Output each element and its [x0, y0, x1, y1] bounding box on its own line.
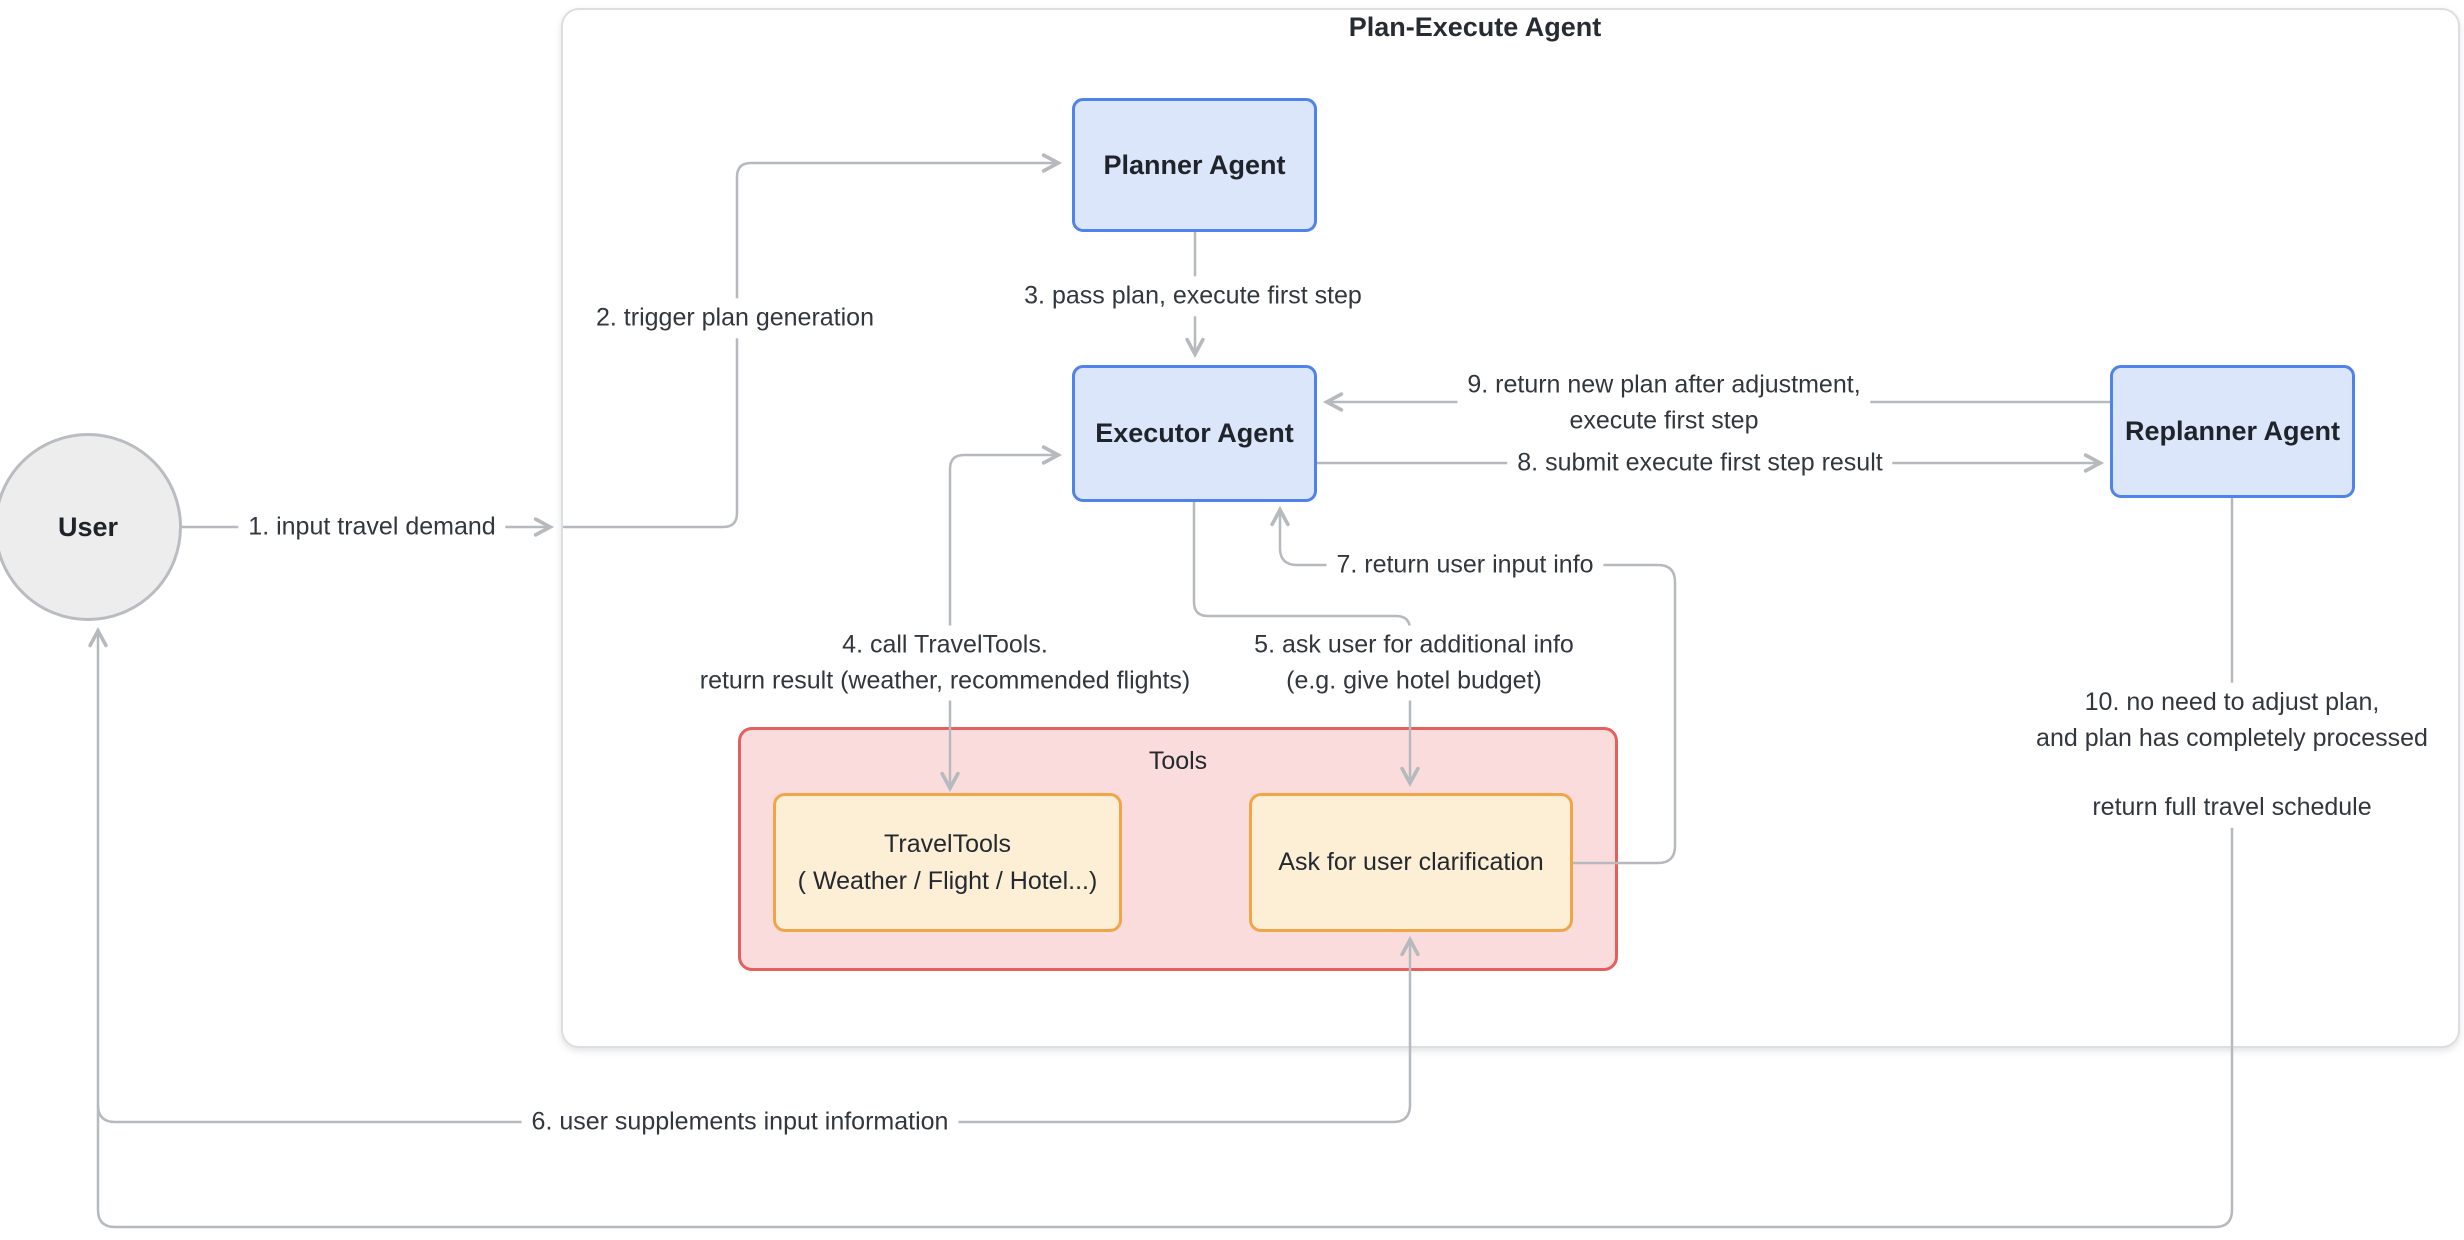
executor-agent-label: Executor Agent: [1095, 418, 1294, 448]
traveltools-label-line1: TravelTools: [884, 830, 1011, 859]
edge-label-10-line2: and plan has completely processed: [2036, 723, 2428, 752]
edge-label-8: 8. submit execute first step result: [1507, 443, 1893, 483]
edge-label-1: 1. input travel demand: [238, 507, 506, 547]
edge-label-4: 4. call TravelTools. return result (weat…: [689, 625, 1201, 701]
replanner-agent-label: Replanner Agent: [2124, 416, 2341, 446]
edge-return-user-input-line: [1270, 505, 1677, 865]
edge-label-9-line2: execute first step: [1569, 406, 1759, 434]
planner-agent-node: Planner Agent: [1072, 98, 1317, 232]
edge-label-6: 6. user supplements input information: [521, 1102, 959, 1142]
frame-title: Plan-Execute Agent: [1348, 12, 1602, 42]
edge-label-9: 9. return new plan after adjustment, exe…: [1457, 365, 1871, 441]
traveltools-node: TravelTools ( Weather / Flight / Hotel..…: [773, 793, 1122, 932]
user-node-label: User: [57, 511, 119, 542]
edge-call-traveltools-line: [940, 445, 1063, 793]
edge-label-3: 3. pass plan, execute first step: [1014, 276, 1372, 316]
ask-user-clarification-node: Ask for user clarification: [1249, 793, 1573, 932]
edge-user-supplements-line: [96, 935, 1420, 1124]
edge-label-2: 2. trigger plan generation: [586, 298, 884, 338]
edge-label-4-line1: 4. call TravelTools.: [842, 630, 1048, 659]
edge-label-4-line2: return result (weather, recommended flig…: [699, 666, 1191, 694]
edge-label-7: 7. return user input info: [1326, 545, 1604, 585]
edge-label-10-line3: return full travel schedule: [2092, 792, 2372, 821]
edge-return-schedule-line: [88, 496, 2234, 1229]
user-node: User: [0, 433, 182, 621]
planner-agent-label: Planner Agent: [1103, 149, 1286, 180]
replanner-agent-node: Replanner Agent: [2110, 365, 2355, 498]
edge-label-10: 10. no need to adjust plan, and plan has…: [2026, 682, 2438, 828]
ask-user-clarification-label: Ask for user clarification: [1278, 848, 1544, 877]
edge-label-9-line1: 9. return new plan after adjustment,: [1467, 370, 1861, 399]
traveltools-label-line2: ( Weather / Flight / Hotel...): [797, 866, 1098, 895]
edge-trigger-plan-generation-line: [562, 153, 1063, 529]
edge-label-10-line1: 10. no need to adjust plan,: [2084, 687, 2380, 716]
edge-label-5: 5. ask user for additional info (e.g. gi…: [1244, 625, 1584, 701]
tools-container-label: Tools: [1148, 747, 1208, 775]
edge-ask-additional-info-line: [1192, 500, 1420, 788]
edge-label-5-line2: (e.g. give hotel budget): [1286, 666, 1542, 694]
edge-label-5-line1: 5. ask user for additional info: [1254, 630, 1574, 659]
executor-agent-node: Executor Agent: [1072, 365, 1317, 502]
